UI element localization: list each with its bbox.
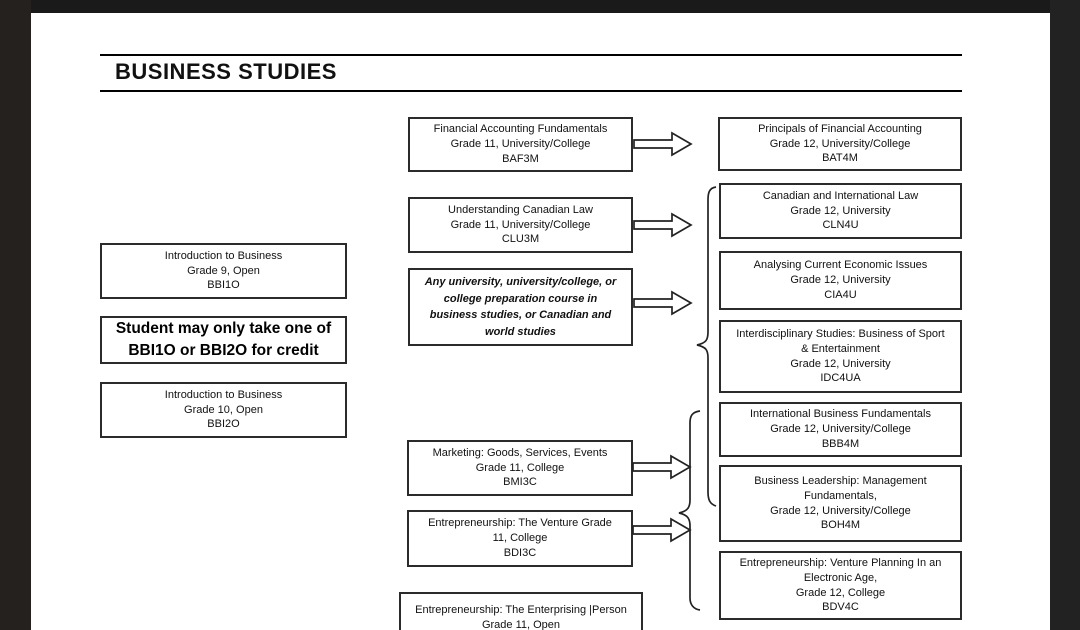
frame-top-bar [31, 0, 1080, 13]
course-box-bbi2o: Introduction to Business Grade 10, Open … [100, 382, 347, 438]
course-box-bmi3c: Marketing: Goods, Services, Events Grade… [407, 440, 633, 496]
course-box-bdv4c: Entrepreneurship: Venture Planning In an… [719, 551, 962, 620]
brace-university-group [696, 186, 717, 507]
arrow-bdi3c-to-group [632, 517, 692, 543]
course-box-baf3m: Financial Accounting Fundamentals Grade … [408, 117, 633, 172]
course-box-bbb4m: International Business Fundamentals Grad… [719, 402, 962, 457]
any-prep-course-box: Any university, university/college, or c… [408, 268, 633, 346]
course-box-enterprising-person: Entrepreneurship: The Enterprising |Pers… [399, 592, 643, 630]
brace-college-group [678, 410, 701, 611]
course-box-bat4m: Principals of Financial Accounting Grade… [718, 117, 962, 171]
course-box-cln4u: Canadian and International Law Grade 12,… [719, 183, 962, 239]
course-box-idc4ua: Interdisciplinary Studies: Business of S… [719, 320, 962, 393]
credit-note-box: Student may only take one of BBI1O or BB… [100, 316, 347, 364]
course-box-bdi3c: Entrepreneurship: The Venture Grade 11, … [407, 510, 633, 567]
course-box-boh4m: Business Leadership: Management Fundamen… [719, 465, 962, 542]
arrow-bmi3c-to-group [632, 454, 692, 480]
frame-left-bar [0, 0, 31, 630]
course-box-cia4u: Analysing Current Economic Issues Grade … [719, 251, 962, 310]
arrow-baf3m-to-bat4m [633, 131, 693, 157]
course-box-bbi1o: Introduction to Business Grade 9, Open B… [100, 243, 347, 299]
arrow-clu3m-to-cln4u [633, 212, 693, 238]
title-rule-top [100, 54, 962, 56]
title-rule-bottom [100, 90, 962, 92]
frame-right-bar [1050, 0, 1080, 630]
arrow-anyprep-to-group [633, 290, 693, 316]
course-box-clu3m: Understanding Canadian Law Grade 11, Uni… [408, 197, 633, 253]
page-title: BUSINESS STUDIES [115, 59, 337, 84]
